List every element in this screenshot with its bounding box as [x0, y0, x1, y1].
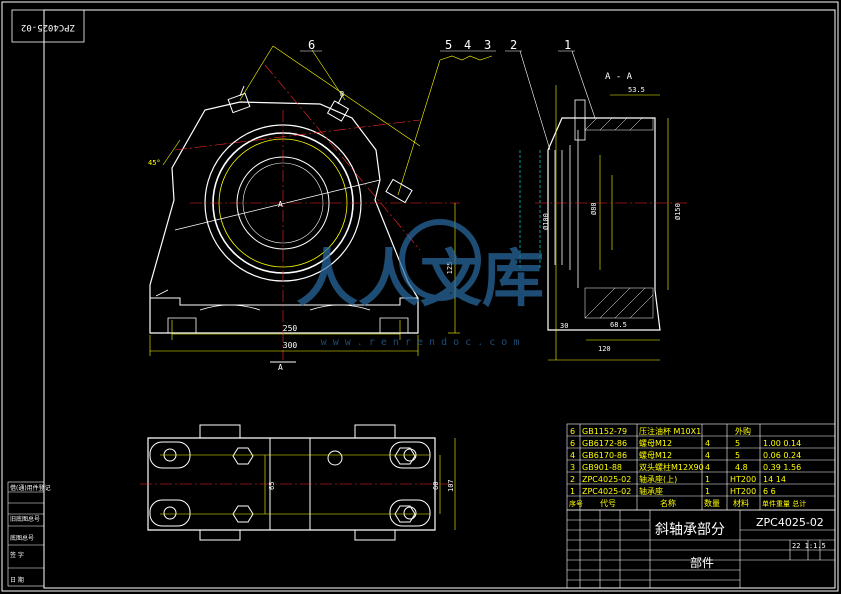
part-type: 部件 — [690, 555, 714, 570]
dim-radius: R — [340, 90, 345, 98]
dim-d3: Ø150 — [674, 203, 682, 220]
housing-outline — [149, 101, 419, 334]
bom-header-wt: 单件重量 总计 — [762, 499, 806, 508]
section-mark-bottom: A — [278, 363, 283, 372]
balloon-3: 3 — [484, 38, 491, 52]
dim-d1: Ø100 — [542, 213, 550, 230]
bom-row-6-code: ZPC4025-02 — [582, 487, 631, 496]
bom-row-4-mat: 4.8 — [735, 463, 748, 472]
bom-row-1-mat: 外购 — [735, 426, 751, 436]
bom-row-5-no: 2 — [570, 475, 575, 484]
dim-height: 125 — [446, 262, 454, 275]
bom-row-5-code: ZPC4025-02 — [582, 475, 631, 484]
bom-row-2-qty: 4 — [705, 439, 710, 448]
strip-label-4: 签 字 — [10, 551, 24, 559]
bom-row-4-no: 3 — [570, 463, 575, 472]
bom-row-4-code: GB901-88 — [582, 463, 622, 472]
strip-label-3: 底图总号 — [10, 534, 34, 542]
bom-row-3-mat: 5 — [735, 451, 740, 460]
bom-row-1-no: 6 — [570, 427, 575, 436]
bom-row-1-name: 压注油杯 M10X1 — [639, 426, 701, 436]
dim-top: 53.5 — [628, 86, 645, 94]
bom-table — [566, 423, 836, 511]
dim-w30: 30 — [560, 322, 568, 330]
dim-d2: Ø80 — [590, 202, 598, 215]
bom-row-5-wt: 14 14 — [763, 475, 786, 484]
bom-row-2-wt: 1.00 0.14 — [763, 439, 801, 448]
bom-header-mat: 材料 — [733, 498, 749, 508]
watermark-cn: 人人文库 — [296, 242, 544, 315]
watermark-url: w w w . r e n r e n d o c . c o m — [321, 337, 520, 348]
bom-row-2-mat: 5 — [735, 439, 740, 448]
bom-row-2-name: 螺母M12 — [639, 438, 672, 448]
dim-h107: 107 — [447, 479, 455, 492]
side-strip — [7, 481, 45, 587]
bom-row-1-code: GB1152-79 — [582, 427, 627, 436]
bom-row-3-qty: 4 — [705, 451, 710, 460]
balloon-6: 6 — [308, 38, 315, 52]
dim-angle: 45° — [148, 159, 161, 167]
section-label: A - A — [605, 72, 633, 82]
strip-label-1: 借(通)用件登记 — [10, 484, 51, 492]
bom-row-3-code: GB6170-86 — [582, 451, 627, 460]
bom-row-4-wt: 0.39 1.56 — [763, 463, 801, 472]
bom-row-3-wt: 0.06 0.24 — [763, 451, 801, 460]
front-view: 250 300 125 45° R A A — [148, 45, 493, 372]
dim-250: 250 — [283, 324, 298, 333]
bom-row-4-qty: 4 — [705, 463, 710, 472]
bom-header-no: 序号 — [569, 499, 583, 508]
bom-row-6-mat: HT200 — [730, 487, 756, 496]
bom-row-6-qty: 1 — [705, 487, 710, 496]
strip-label-2: 旧底图总号 — [10, 515, 40, 523]
dim-w68: 68.5 — [610, 321, 627, 329]
bom-header-code: 代号 — [600, 498, 616, 508]
section-view: A - A — [519, 72, 690, 361]
bom-row-4-name: 双头螺柱M12X90 — [639, 462, 704, 472]
bom-row-5-mat: HT200 — [730, 475, 756, 484]
bom-row-5-qty: 1 — [705, 475, 710, 484]
dim-w120: 120 — [598, 345, 611, 353]
bom-row-6-name: 轴承座 — [639, 486, 663, 496]
bom-row-3-no: 4 — [570, 451, 575, 460]
balloon-5: 5 — [445, 38, 452, 52]
bom-row-2-no: 6 — [570, 439, 575, 448]
strip-label-5: 日 期 — [10, 576, 24, 584]
bom-row-6-wt: 6 6 — [763, 487, 776, 496]
balloon-2: 2 — [510, 38, 517, 52]
bom-row-6-no: 1 — [570, 487, 575, 496]
corner-stamp: ZPC4025-02 — [21, 22, 75, 32]
scale-row: 22 1:1.5 — [792, 542, 826, 550]
center-mark: A — [278, 200, 283, 209]
bom-row-3-name: 螺母M12 — [639, 450, 672, 460]
dim-300: 300 — [283, 341, 298, 350]
bom-row-5-name: 轴承座(上) — [639, 474, 677, 484]
balloon-labels: 6 5 4 3 2 1 — [308, 38, 571, 52]
dim-h60: 60 — [432, 482, 440, 490]
drawing-number: ZPC4025-02 — [756, 516, 824, 529]
watermark: 人人文库 w w w . r e n r e n d o c . c o m — [296, 219, 544, 348]
balloon-4: 4 — [464, 38, 471, 52]
bom-header-name: 名称 — [660, 498, 676, 508]
title-block — [566, 509, 836, 589]
drawing-title: 斜轴承部分 — [655, 522, 725, 538]
dim-h65: 65 — [268, 482, 276, 490]
bom-header-qty: 数量 — [704, 498, 720, 508]
bom-row-2-code: GB6172-86 — [582, 439, 627, 448]
plan-view: 65 60 107 — [140, 424, 456, 541]
balloon-1: 1 — [564, 38, 571, 52]
